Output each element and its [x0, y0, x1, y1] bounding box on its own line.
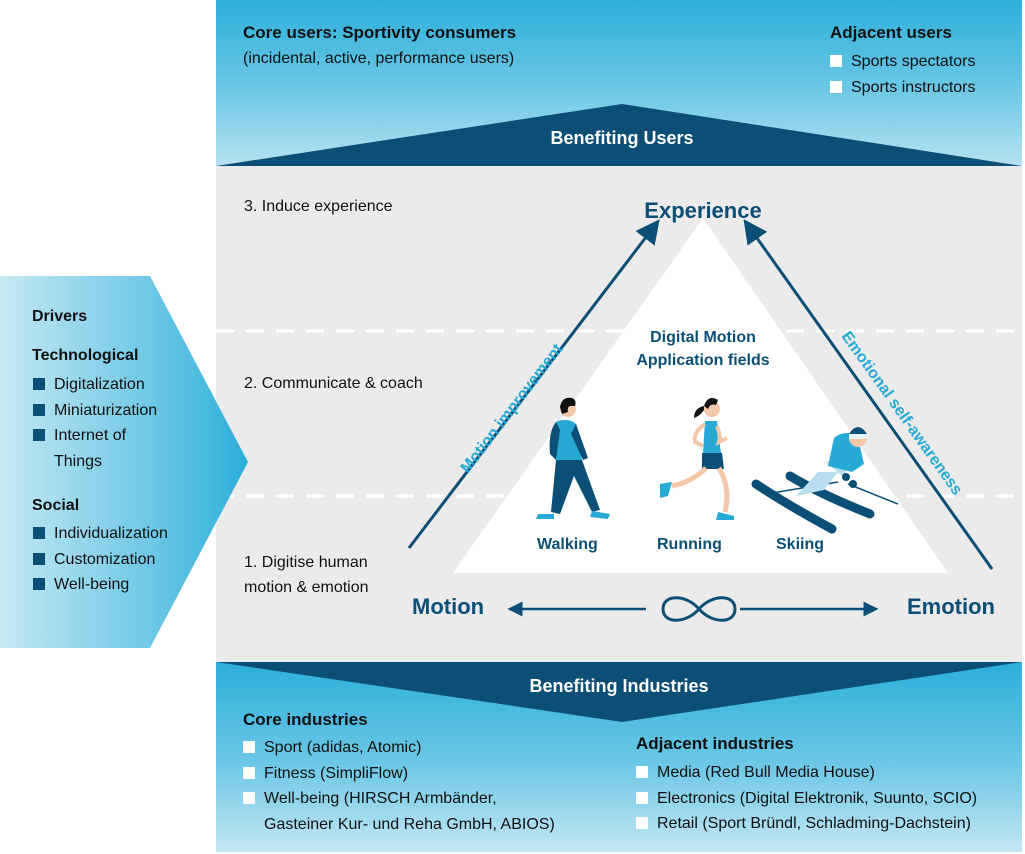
- driver-item: Customization: [33, 547, 168, 573]
- driver-item: Well-being: [33, 572, 168, 598]
- benefiting-users-banner: [216, 104, 1022, 166]
- infinity-icon: [661, 596, 737, 622]
- adjacent-users-list: Sports spectators Sports instructors: [830, 49, 976, 100]
- users-banner-shape: [216, 104, 1022, 166]
- skiing-figure-icon: [751, 427, 899, 534]
- motion-label: Motion: [412, 594, 485, 619]
- bullet-square-icon: [33, 378, 45, 390]
- field-walking-label: Walking: [537, 536, 598, 553]
- driver-item: Digitalization: [33, 372, 157, 398]
- adjacent-industries-list: Media (Red Bull Media House) Electronics…: [636, 760, 977, 837]
- bullet-square-icon: [243, 741, 255, 753]
- social-list: Individualization Customization Well-bei…: [33, 521, 168, 598]
- bullet-square-icon: [636, 791, 648, 804]
- driver-item: Miniaturization: [33, 398, 157, 424]
- level-1-label-line2: motion & emotion: [244, 579, 369, 596]
- bullet-square-icon: [33, 429, 45, 441]
- running-figure-icon: [660, 398, 734, 520]
- industries-banner-shape: [216, 662, 1022, 722]
- level-1-label-line1: 1. Digitise human: [244, 554, 368, 571]
- emotional-self-awareness-arrow: [743, 219, 994, 570]
- bullet-square-icon: [33, 578, 45, 590]
- motion-improvement-arrow: [407, 219, 660, 549]
- emotion-label: Emotion: [907, 594, 995, 619]
- adjacent-industry-item: Media (Red Bull Media House): [636, 760, 977, 786]
- application-fields-title: Digital Motion Application fields: [600, 326, 806, 372]
- bullet-square-icon: [830, 80, 842, 93]
- core-industry-item: Well-being (HIRSCH Armbänder,: [243, 786, 555, 812]
- field-skiing-label: Skiing: [776, 536, 825, 553]
- core-industry-item: Fitness (SimpliFlow): [243, 761, 555, 787]
- bullet-square-icon: [243, 792, 255, 804]
- social-title: Social: [32, 497, 80, 514]
- technological-list: Digitalization Miniaturization Internet …: [33, 372, 157, 474]
- application-fields-title-line2: Application fields: [636, 352, 770, 369]
- adjacent-user-item: Sports instructors: [830, 75, 976, 101]
- drivers-chevron: [0, 276, 248, 648]
- field-running-label: Running: [657, 536, 722, 553]
- core-industries-list: Sport (adidas, Atomic) Fitness (SimpliFl…: [243, 735, 555, 837]
- application-fields-title-line1: Digital Motion: [650, 329, 756, 346]
- drivers-title: Drivers: [32, 308, 88, 325]
- technological-title: Technological: [32, 347, 139, 364]
- walking-figure-icon: [536, 397, 610, 519]
- adjacent-user-item: Sports spectators: [830, 49, 976, 75]
- core-industry-item-continuation: Gasteiner Kur- und Reha GmbH, ABIOS): [264, 815, 555, 833]
- level-separator-upper: [216, 329, 1022, 333]
- motion-emotion-triangle: Motion improvement Emotional self-awaren…: [407, 218, 994, 622]
- adjacent-users-title: Adjacent users: [830, 23, 952, 42]
- adjacent-industries-title: Adjacent industries: [636, 734, 794, 753]
- bullet-square-icon: [33, 527, 45, 539]
- drivers-chevron-shape: [0, 276, 248, 648]
- driver-item: Individualization: [33, 521, 168, 547]
- benefiting-users-label: Benefiting Users: [550, 128, 694, 148]
- benefiting-industries-label: Benefiting Industries: [529, 676, 709, 696]
- bullet-square-icon: [636, 817, 648, 829]
- benefiting-industries-banner: [216, 662, 1022, 722]
- core-users-subtitle: (incidental, active, performance users): [243, 50, 515, 67]
- core-industry-item: Sport (adidas, Atomic): [243, 735, 555, 761]
- bullet-square-icon: [243, 766, 255, 779]
- core-industries-title: Core industries: [243, 710, 368, 729]
- adjacent-industry-item: Retail (Sport Bründl, Schladming-Dachste…: [636, 811, 977, 837]
- driver-item-continuation: Things: [54, 452, 103, 470]
- driver-item: Internet of: [33, 423, 157, 449]
- bullet-square-icon: [33, 552, 45, 565]
- bullet-square-icon: [830, 55, 842, 67]
- core-users-title: Core users: Sportivity consumers: [243, 23, 517, 42]
- experience-label: Experience: [644, 198, 762, 223]
- level-2-label: 2. Communicate & coach: [244, 375, 423, 392]
- adjacent-industry-item: Electronics (Digital Elektronik, Suunto,…: [636, 786, 977, 812]
- level-3-label: 3. Induce experience: [244, 198, 393, 215]
- bullet-square-icon: [33, 403, 45, 416]
- bullet-square-icon: [636, 766, 648, 778]
